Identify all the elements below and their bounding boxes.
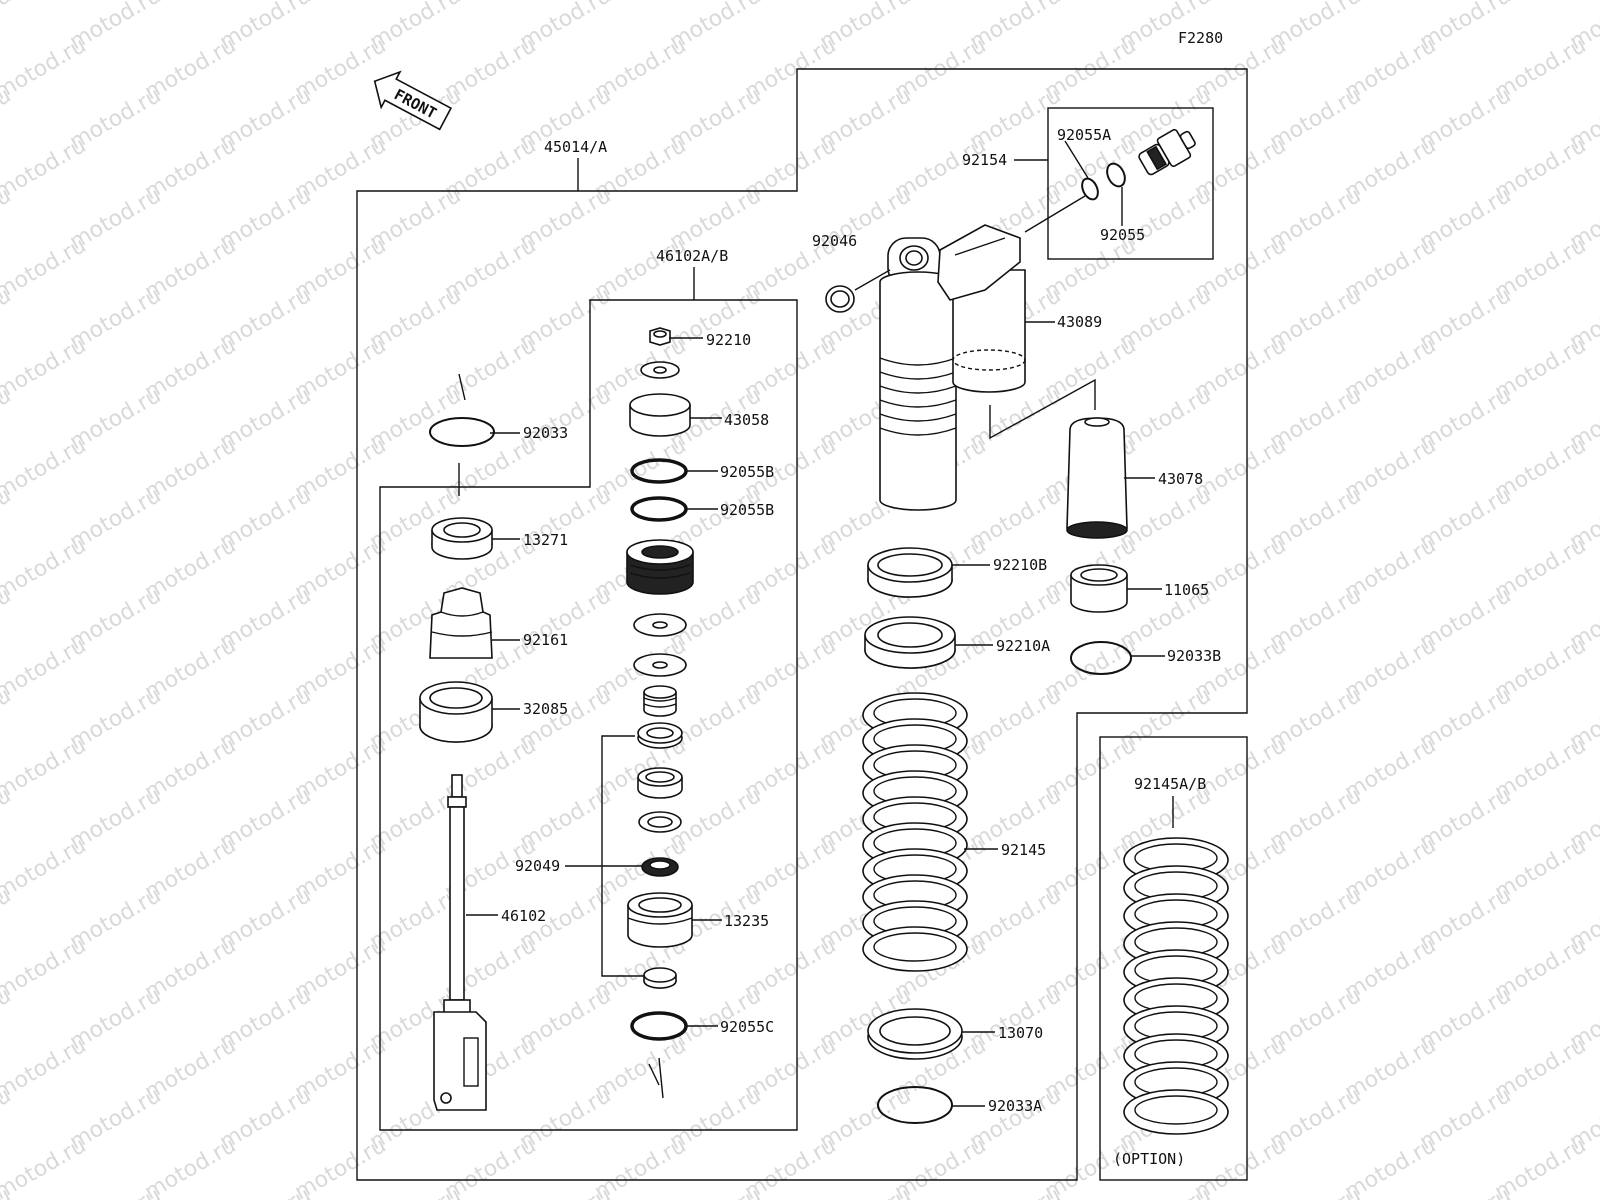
adjuster-92154 xyxy=(1138,128,1196,176)
part-label-92033a: 92033A xyxy=(988,1097,1042,1115)
o-ring-92055a xyxy=(1081,177,1099,201)
part-label-92033b: 92033B xyxy=(1167,647,1221,665)
watermark-text: motod.ru xyxy=(1566,1183,1600,1200)
o-ring-92055 xyxy=(1106,162,1126,188)
watermark-text: motod.ru xyxy=(0,533,90,605)
watermark-text: motod.ru xyxy=(966,1183,1066,1200)
watermark-text: motod.ru xyxy=(66,1183,166,1200)
part-label-92210: 92210 xyxy=(706,331,751,349)
cap-13271 xyxy=(431,517,493,560)
bushing-lower xyxy=(643,967,677,989)
valve-shim-1 xyxy=(633,613,687,637)
part-label-92055b-2: 92055B xyxy=(720,501,774,519)
seal-92049 xyxy=(641,857,679,877)
part-label-92033: 92033 xyxy=(523,424,568,442)
watermark-text: motod.ru xyxy=(0,933,90,1005)
watermark-text: motod.ru xyxy=(516,1183,616,1200)
nut-92210 xyxy=(649,327,671,346)
watermark-text: motod.ru xyxy=(0,1133,90,1200)
piston-rod-46102 xyxy=(433,774,487,1111)
figure-code: F2280 xyxy=(1178,29,1223,47)
part-label-92145: 92145 xyxy=(1001,841,1046,859)
watermark-text: motod.ru xyxy=(216,1183,316,1200)
part-label-13235: 13235 xyxy=(724,912,769,930)
watermark-text: motod.ru xyxy=(366,1183,466,1200)
snap-ring-92033b xyxy=(1070,641,1132,675)
cap-11065 xyxy=(1070,564,1128,613)
o-ring-92055b-2 xyxy=(630,496,688,522)
part-label-92210b: 92210B xyxy=(993,556,1047,574)
spring-seat-13070 xyxy=(867,1008,963,1060)
shock-absorber-boundary xyxy=(356,68,1248,1181)
locknut-92210b xyxy=(867,547,953,598)
part-label-92210a: 92210A xyxy=(996,637,1050,655)
collar xyxy=(637,767,683,799)
watermark-text: motod.ru xyxy=(816,1183,916,1200)
part-label-92046: 92046 xyxy=(812,232,857,250)
part-label-46102: 46102 xyxy=(501,907,546,925)
valve-shim-2 xyxy=(633,653,687,677)
part-label-92055b-1: 92055B xyxy=(720,463,774,481)
spring-92145 xyxy=(862,692,968,972)
seal-ring xyxy=(637,722,683,749)
part-label-92049: 92049 xyxy=(515,857,560,875)
watermark-text: motod.ru xyxy=(0,633,90,705)
spring-coil-inner xyxy=(1134,1095,1218,1125)
adjuster-inset-box xyxy=(1047,107,1214,260)
watermark-text: motod.ru xyxy=(0,0,15,55)
watermark-text: motod.ru xyxy=(0,433,90,505)
assembly-label-46102ab: 46102A/B xyxy=(656,247,728,265)
washer-top xyxy=(640,361,680,379)
part-label-92055: 92055 xyxy=(1100,226,1145,244)
spring-coil-inner xyxy=(873,932,957,962)
part-label-92161: 92161 xyxy=(523,631,568,649)
watermark-text: motod.ru xyxy=(0,733,90,805)
part-label-43078: 43078 xyxy=(1158,470,1203,488)
watermark-text: motod.ru xyxy=(0,133,90,205)
leader-lines xyxy=(466,140,1165,1107)
cap-43058 xyxy=(629,393,691,437)
snap-ring-92033a xyxy=(877,1086,953,1124)
option-label: (OPTION) xyxy=(1113,1150,1185,1168)
part-label-92055c: 92055C xyxy=(720,1018,774,1036)
watermark-text: motod.ru xyxy=(0,833,90,905)
shock-body xyxy=(854,195,1086,511)
assembly-label-45014: 45014/A xyxy=(544,138,607,156)
spring-seat-32085 xyxy=(419,681,493,743)
watermark-text: motod.ru xyxy=(1416,1183,1516,1200)
boot-43078 xyxy=(1066,417,1128,539)
washer-middle xyxy=(638,811,682,833)
watermark-text: motod.ru xyxy=(1266,1183,1366,1200)
locknut-92210a xyxy=(864,616,956,669)
part-label-92154: 92154 xyxy=(962,151,1007,169)
part-label-92055a: 92055A xyxy=(1057,126,1111,144)
watermark-text: motod.ru xyxy=(0,333,90,405)
watermark-text: motod.ru xyxy=(0,1033,90,1105)
part-label-43089: 43089 xyxy=(1057,313,1102,331)
part-label-32085: 32085 xyxy=(523,700,568,718)
option-box xyxy=(1099,736,1248,1181)
rod-guide-13235 xyxy=(627,892,693,948)
part-label-13271: 13271 xyxy=(523,531,568,549)
spring-small xyxy=(643,685,677,717)
watermark-text: motod.ru xyxy=(0,233,90,305)
bearing-92046 xyxy=(825,285,855,313)
part-label-43058: 43058 xyxy=(724,411,769,429)
watermark-text: motod.ru xyxy=(1116,1183,1216,1200)
watermark-text: motod.ru xyxy=(0,33,90,105)
piston-assembly xyxy=(626,539,694,595)
assembly-label-92145ab: 92145A/B xyxy=(1134,775,1206,793)
part-label-13070: 13070 xyxy=(998,1024,1043,1042)
watermark-text: motod.ru xyxy=(666,1183,766,1200)
piston-rod-assembly-boundary xyxy=(379,299,798,1131)
part-labels: 92210 43058 92055B 92055B 92033 13271 92… xyxy=(501,126,1221,1115)
snap-ring-92033 xyxy=(429,373,495,496)
bump-rubber-92161 xyxy=(429,587,493,659)
spring-92145ab xyxy=(1123,837,1229,1135)
part-label-11065: 11065 xyxy=(1164,581,1209,599)
